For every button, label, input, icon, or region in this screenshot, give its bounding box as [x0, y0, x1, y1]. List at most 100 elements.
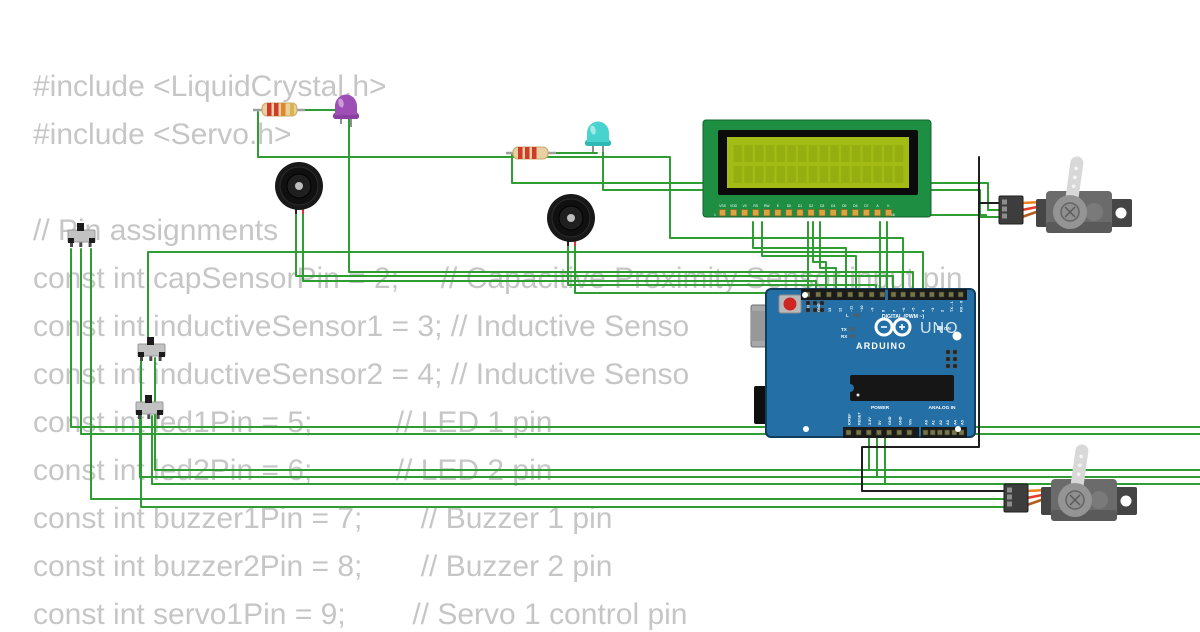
lcd-pin[interactable]	[774, 209, 782, 217]
wire[interactable]	[295, 211, 894, 296]
header-pin[interactable]	[909, 291, 916, 298]
wire[interactable]	[151, 415, 1200, 485]
header-pin[interactable]	[815, 291, 822, 298]
icsp-headers	[805, 300, 958, 369]
lcd-pin[interactable]	[862, 209, 871, 217]
header-pin[interactable]	[929, 291, 935, 298]
lcd-pin[interactable]	[873, 209, 882, 217]
header-pin[interactable]	[855, 429, 862, 436]
header-pin[interactable]	[865, 429, 872, 436]
gnd-wire[interactable]	[861, 156, 1007, 492]
wire[interactable]	[257, 111, 904, 296]
header-pin[interactable]	[906, 429, 913, 436]
lcd-pin[interactable]	[829, 209, 837, 217]
icsp-pin	[952, 356, 958, 362]
lcd-cell	[755, 145, 764, 162]
header-pin[interactable]	[929, 429, 936, 436]
wire[interactable]	[154, 357, 1200, 471]
lcd-cell	[819, 166, 829, 183]
lcd-pin[interactable]	[741, 209, 749, 217]
wire[interactable]	[819, 221, 837, 296]
icsp-pin	[952, 363, 958, 369]
resistor-band	[290, 103, 294, 116]
header-pin[interactable]	[937, 429, 943, 436]
mounting-hole	[803, 426, 809, 432]
switch-contact	[159, 352, 165, 357]
switch-contact	[89, 238, 95, 243]
lcd-pin[interactable]	[818, 209, 826, 217]
lcd-pin[interactable]	[884, 209, 893, 217]
lcd-cell	[787, 145, 796, 162]
buzzer-2[interactable]	[547, 194, 595, 246]
wire[interactable]	[752, 221, 847, 296]
header-pin[interactable]	[879, 291, 886, 298]
lcd-pin[interactable]	[807, 209, 815, 217]
servo-2[interactable]	[1003, 444, 1137, 521]
header-pin[interactable]	[922, 429, 929, 436]
led-bulb	[335, 94, 357, 115]
slide-switch-3[interactable]	[135, 395, 164, 419]
lcd-pin[interactable]	[752, 209, 760, 217]
wire[interactable]	[147, 251, 924, 340]
header-pin[interactable]	[826, 291, 832, 298]
header-pin[interactable]	[896, 429, 903, 436]
header-pin[interactable]	[858, 291, 864, 298]
lcd-pin[interactable]	[763, 209, 771, 217]
wire[interactable]	[139, 415, 1200, 478]
switch-knob[interactable]	[145, 395, 152, 403]
wire[interactable]	[511, 152, 1002, 211]
led-2-cyan[interactable]	[585, 121, 611, 152]
header-pin[interactable]	[868, 291, 875, 298]
icsp-pin	[812, 300, 818, 306]
header-pin[interactable]	[948, 291, 954, 298]
icsp-pin	[819, 307, 825, 313]
reset-button[interactable]	[783, 297, 797, 311]
header-pin[interactable]	[957, 291, 964, 298]
icsp-pin	[805, 300, 811, 306]
servo-1[interactable]	[998, 156, 1132, 233]
led-l-label: L	[846, 313, 849, 318]
header-pin[interactable]	[951, 429, 958, 436]
header-pin[interactable]	[886, 429, 892, 436]
pin-label: RESET	[858, 412, 862, 425]
lcd-pin[interactable]	[729, 209, 738, 217]
header-pin[interactable]	[900, 291, 906, 298]
pin-label: 2	[941, 310, 945, 312]
digital-caption: DIGITAL (PWM ~)	[882, 314, 925, 320]
resistor-1[interactable]	[253, 102, 305, 117]
digital-header-right[interactable]	[888, 289, 967, 300]
header-pin[interactable]	[876, 429, 882, 436]
header-pin[interactable]	[836, 291, 843, 298]
switch-knob[interactable]	[147, 337, 154, 345]
header-pin[interactable]	[845, 429, 852, 436]
lcd-pin[interactable]	[840, 209, 848, 217]
slide-switch-1[interactable]	[67, 223, 96, 247]
wire[interactable]	[929, 214, 1002, 218]
header-pin[interactable]	[944, 429, 950, 436]
lcd-pin[interactable]	[851, 209, 859, 217]
digital-header-left[interactable]	[801, 289, 885, 300]
led-on-label: ON	[944, 326, 951, 331]
wire[interactable]	[299, 109, 914, 296]
header-pin[interactable]	[958, 429, 965, 436]
resistor-2[interactable]	[506, 146, 556, 160]
led-1-purple[interactable]	[333, 94, 359, 128]
header-pin[interactable]	[938, 291, 945, 298]
buzzer-1[interactable]	[275, 162, 323, 214]
wire[interactable]	[90, 248, 1007, 500]
slide-switch-2[interactable]	[137, 337, 166, 361]
header-pin[interactable]	[890, 291, 897, 298]
switch-knob[interactable]	[77, 223, 84, 231]
lcd-cell	[894, 145, 904, 162]
lcd-pin[interactable]	[785, 209, 793, 217]
resistor-band	[274, 103, 279, 116]
lcd-pin[interactable]	[718, 209, 727, 217]
analog-header[interactable]	[921, 427, 967, 438]
header-pin[interactable]	[847, 291, 854, 298]
lcd-cell	[765, 145, 775, 162]
pin-label: A3	[946, 420, 950, 425]
header-pin[interactable]	[919, 291, 926, 298]
lcd-pin[interactable]	[796, 209, 804, 217]
